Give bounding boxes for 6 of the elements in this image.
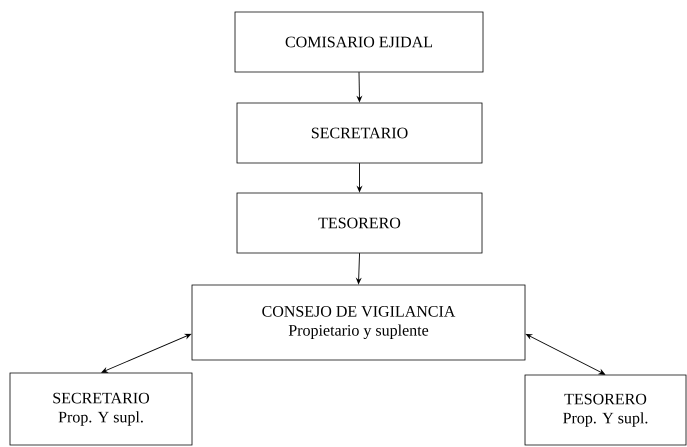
box: TESORERO (236, 192, 482, 254)
box: TESORERO Prop. Y supl. (524, 374, 686, 446)
box: SECRETARIO Prop. Y supl. (10, 372, 192, 446)
box: SECRETARIO (236, 102, 482, 164)
box: CONSEJO DE VIGILANCIA Propietario y suplente (192, 284, 526, 360)
box: COMISARIO EJIDAL (234, 12, 484, 72)
